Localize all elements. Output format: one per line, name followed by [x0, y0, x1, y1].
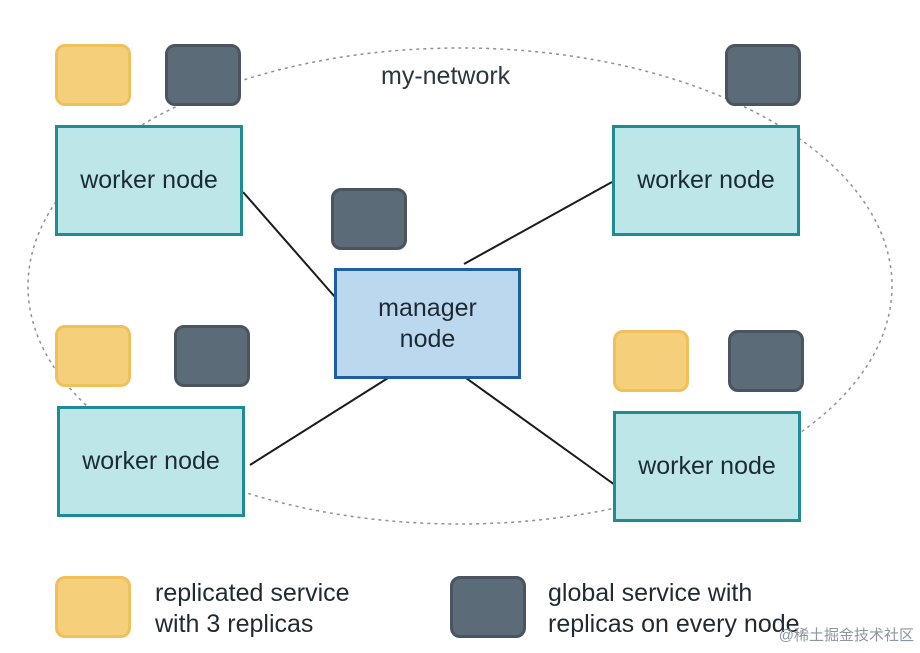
- worker-node-top-left: worker node: [55, 125, 243, 236]
- worker-node-bottom-left: worker node: [57, 406, 245, 517]
- network-label: my-network: [381, 62, 511, 90]
- legend-global-label: global service with replicas on every no…: [548, 579, 800, 638]
- legend-replicated-swatch: [55, 576, 131, 638]
- link-manager-top-left: [242, 191, 336, 298]
- global-task-bottom-right: [728, 330, 804, 392]
- global-task-top-left: [165, 44, 241, 106]
- global-task-top-right: [725, 44, 801, 106]
- replicated-task-bottom-right: [613, 330, 689, 392]
- replicated-task-top-left: [55, 44, 131, 106]
- link-manager-bottom-left: [249, 377, 389, 466]
- link-manager-bottom-right: [465, 377, 616, 486]
- worker-node-bottom-right: worker node: [613, 411, 801, 522]
- replicated-task-bottom-left: [55, 325, 131, 387]
- global-task-manager: [331, 188, 407, 250]
- watermark: @稀土掘金技术社区: [778, 627, 914, 644]
- legend-replicated-label: replicated service with 3 replicas: [155, 579, 350, 638]
- global-task-bottom-left: [174, 325, 250, 387]
- network-boundary: [27, 47, 893, 525]
- legend-global-swatch: [450, 576, 526, 638]
- link-manager-top-right: [463, 181, 613, 265]
- manager-node: manager node: [334, 268, 521, 379]
- worker-node-top-right: worker node: [612, 125, 800, 236]
